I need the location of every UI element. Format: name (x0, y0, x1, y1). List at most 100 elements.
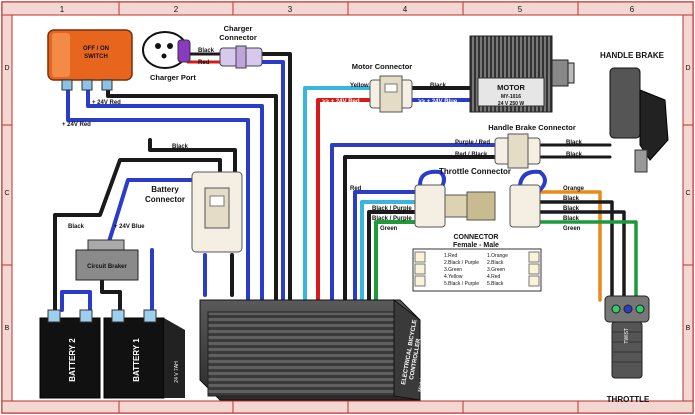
wire-label-black-r2: Black (563, 206, 580, 212)
battery-2: BATTERY 2 (39, 309, 101, 399)
row-label-left-d: D (4, 65, 9, 72)
wire-motor-yellow (303, 86, 372, 302)
wire-label-yellow: Yellow (350, 83, 369, 89)
charger-connector-label-1: Charger (224, 24, 253, 33)
wire-label-brake-black-2: Black (566, 152, 583, 158)
wire-label-red-throttle: Red (350, 186, 362, 192)
wire-charger-black-to-ctrl (260, 52, 292, 302)
wire-label-black-purple-2: Black / Purple (372, 216, 412, 222)
circuit-breaker-label: Circuit Braker (87, 264, 127, 270)
handle-brake-label: HANDLE BRAKE (600, 51, 665, 60)
wire-label-plus24-red-2: + 24V Red (62, 122, 91, 128)
wire-label-plus24-b1: + 24V Blue (114, 224, 145, 230)
wire-throttle-orange (538, 190, 602, 302)
motor-connector: Motor Connector (352, 62, 413, 113)
charger-port: Charger Port (142, 31, 196, 82)
wires (53, 52, 638, 312)
row-label-right-d: D (685, 65, 690, 72)
controller: ELECTRICAL BICYCLE CONTROLLER Model : ZK… (199, 298, 432, 401)
circuit-breaker: Circuit Braker (75, 239, 139, 281)
throttle-twist-label: TWIST (624, 328, 630, 344)
wire-switch-black (106, 86, 278, 302)
motor-title: MOTOR (497, 83, 525, 92)
male-pin-5: 5.Black (487, 281, 504, 287)
row-label-left-c: C (4, 190, 9, 197)
female-pin-3: 3.Green (444, 267, 462, 273)
wire-throttle-red (353, 190, 417, 302)
handle-brake: HANDLE BRAKE (600, 51, 669, 173)
switch-label-line1: OFF / ON (83, 46, 109, 52)
motor-connector-label: Motor Connector (352, 62, 412, 71)
row-label-right-c: C (685, 190, 690, 197)
wire-throttle-loop-right (518, 169, 547, 192)
on-off-switch: OFF / ON SWITCH (47, 29, 133, 91)
male-pin-3: 3.Green (487, 267, 505, 273)
throttle-connector: Throttle Connector (414, 167, 541, 228)
battery-connector-label-2: Connector (145, 195, 185, 204)
wire-label-plus24-blue-battery: + 24V Blue (168, 154, 199, 160)
wire-throttle-green-r (538, 220, 638, 302)
wire-label-plus24-red-motor: >> + 24V Red (322, 99, 360, 105)
battery-connector: Battery Connector (145, 171, 243, 253)
wire-label-black-purple-1: Black / Purple (372, 206, 412, 212)
switch-label-line2: SWITCH (84, 54, 108, 60)
wire-battery-black-2 (148, 138, 237, 180)
column-label-4: 4 (403, 5, 408, 14)
wire-label-black-battery: Black (172, 144, 189, 150)
handle-brake-connector: Handle Brake Connector (488, 123, 576, 169)
wire-battery2-link (60, 290, 92, 312)
battery-2-label: BATTERY 2 (68, 338, 77, 382)
throttle: TWIST THROTTLE (604, 295, 650, 404)
female-pin-2: 2.Black / Purple (444, 260, 479, 266)
column-label-2: 2 (174, 5, 179, 14)
battery-1-label: BATTERY 1 (132, 338, 141, 382)
charger-port-label: Charger Port (150, 73, 196, 82)
wire-label-green-r: Green (563, 226, 581, 232)
wire-label-red-charger: Red (198, 60, 210, 66)
male-pin-1: 1.Orange (487, 253, 508, 259)
wire-brake-purple-red (330, 143, 497, 302)
wire-brake-red-black (343, 155, 497, 302)
charger-connector-label-2: Connector (219, 33, 257, 42)
wire-battery1-link (100, 278, 122, 312)
connector-table: CONNECTOR Female - Male 1.Red 2.Black / … (412, 234, 542, 292)
wire-throttle-black-r2 (538, 210, 626, 302)
wire-label-plus24-blue-motor: >> + 24V Blue (418, 99, 458, 105)
column-label-5: 5 (518, 5, 523, 14)
wire-label-green-l: Green (380, 226, 398, 232)
motor-spec: 24 V 250 W (498, 101, 524, 107)
wire-label-purple-red: Purple / Red (455, 140, 490, 146)
left-grid-bar (1, 14, 13, 402)
right-grid-bar (682, 14, 694, 402)
wire-motor-red (316, 98, 372, 302)
wire-label-plus24-red-1: + 24V Red (92, 100, 121, 106)
row-label-right-b: B (686, 325, 691, 332)
wire-label-black-r1: Black (563, 196, 580, 202)
column-label-6: 6 (630, 5, 635, 14)
female-pin-4: 4.Yellow (444, 274, 463, 280)
wire-throttle-green (374, 220, 417, 302)
wire-switch-blue-2 (86, 86, 264, 302)
column-label-3: 3 (288, 5, 293, 14)
motor-model: MY-1016 (501, 94, 521, 100)
wire-charger-blue-to-ctrl (260, 60, 285, 302)
wire-throttle-loop-left (418, 169, 446, 192)
wire-labels: Black Red + 24V Red + 24V Red Black + 24… (62, 48, 585, 232)
battery-connector-label-1: Battery (151, 185, 179, 194)
row-label-left-b: B (5, 325, 10, 332)
battery-spec-label: 24 V 7AH (174, 361, 180, 383)
wire-switch-blue (66, 86, 250, 302)
female-pin-5: 5.Black / Purple (444, 281, 479, 287)
female-pin-1: 1.Red (444, 253, 458, 259)
throttle-connector-label: Throttle Connector (439, 167, 511, 176)
motor: MOTOR MY-1016 24 V 250 W (469, 35, 575, 113)
wire-label-red-black: Red / Black (455, 152, 488, 158)
column-label-1: 1 (60, 5, 65, 14)
connector-table-subtitle: Female - Male (453, 242, 499, 249)
connector-table-title: CONNECTOR (454, 234, 499, 241)
wire-battery-black (53, 158, 222, 227)
handle-brake-connector-label: Handle Brake Connector (488, 123, 576, 132)
wire-label-black-b2: Black (68, 224, 85, 230)
wire-label-brake-black-1: Black (566, 140, 583, 146)
